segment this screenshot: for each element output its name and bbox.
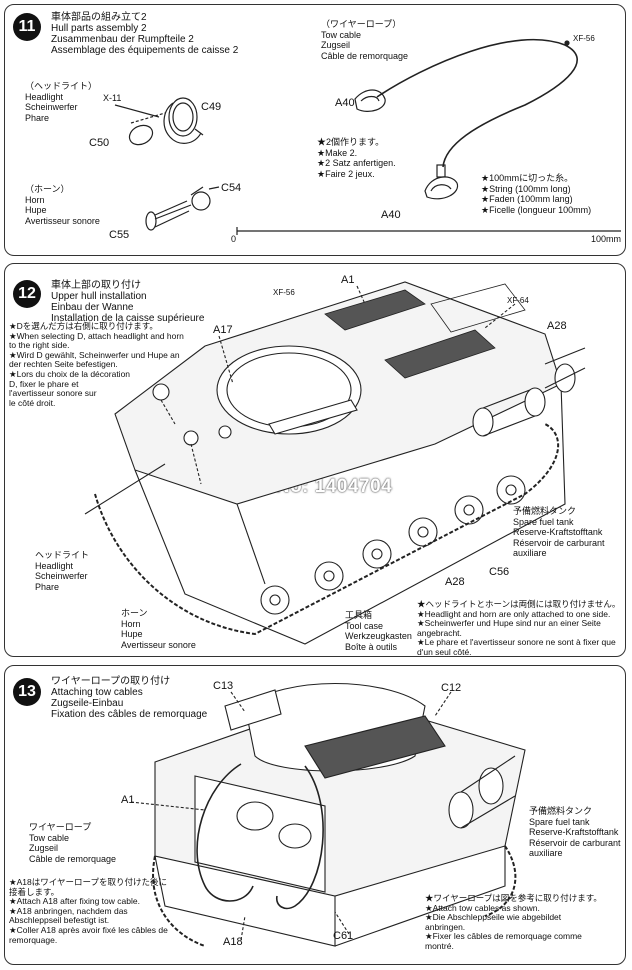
- part-a40-bottom: A40: [381, 209, 401, 221]
- part-a28-top: A28: [547, 320, 567, 332]
- part-c50: C50: [89, 137, 110, 149]
- step-12-drawing: [84, 281, 586, 645]
- part-c49: C49: [201, 101, 222, 113]
- step-12-badge: 12: [13, 280, 41, 308]
- part-c56: C56: [489, 566, 510, 578]
- scale-end: 100mm: [591, 234, 622, 244]
- step-11-drawing: [114, 38, 621, 235]
- paint-xf56-12: XF-56: [273, 288, 295, 297]
- part-a18: A18: [223, 936, 243, 948]
- step-13-as-shown-note: ★ワイヤーロープは図を参考に取り付けます。★Attach tow cables …: [425, 893, 602, 951]
- step-11-badge: 11: [13, 13, 41, 41]
- part-c13: C13: [213, 680, 234, 692]
- step-12-one-side-note: ★ヘッドライトとホーンは両側には取り付けません。★Headlight and h…: [417, 599, 621, 657]
- scale-start: 0: [231, 234, 237, 244]
- step-13-attach-note: ★A18はワイヤーロープを取り付けた後に接着します。★Attach A18 af…: [9, 877, 168, 945]
- part-a1-12: A1: [341, 274, 355, 286]
- part-a28-bottom: A28: [445, 576, 465, 588]
- make-two-note: ★2個作ります。★Make 2.★2 Satz anfertigen.★Fair…: [317, 137, 396, 179]
- part-c54: C54: [221, 182, 242, 194]
- part-a40-top: A40: [335, 97, 355, 109]
- part-c55: C55: [109, 229, 130, 241]
- part-x11: X-11: [103, 93, 122, 103]
- part-a1-13: A1: [121, 794, 135, 806]
- step-13-badge: 13: [13, 678, 41, 706]
- part-a17: A17: [213, 324, 233, 336]
- step-13-drawing: [130, 683, 526, 947]
- paint-xf56: XF-56: [573, 34, 595, 43]
- string-note: ★100mmに切った糸。★String (100mm long)★Faden (…: [481, 173, 592, 215]
- step-12-decoration-note: ★Dを選んだ方は右側に取り付けます。★When selecting D, att…: [9, 321, 184, 408]
- part-c12: C12: [441, 682, 462, 694]
